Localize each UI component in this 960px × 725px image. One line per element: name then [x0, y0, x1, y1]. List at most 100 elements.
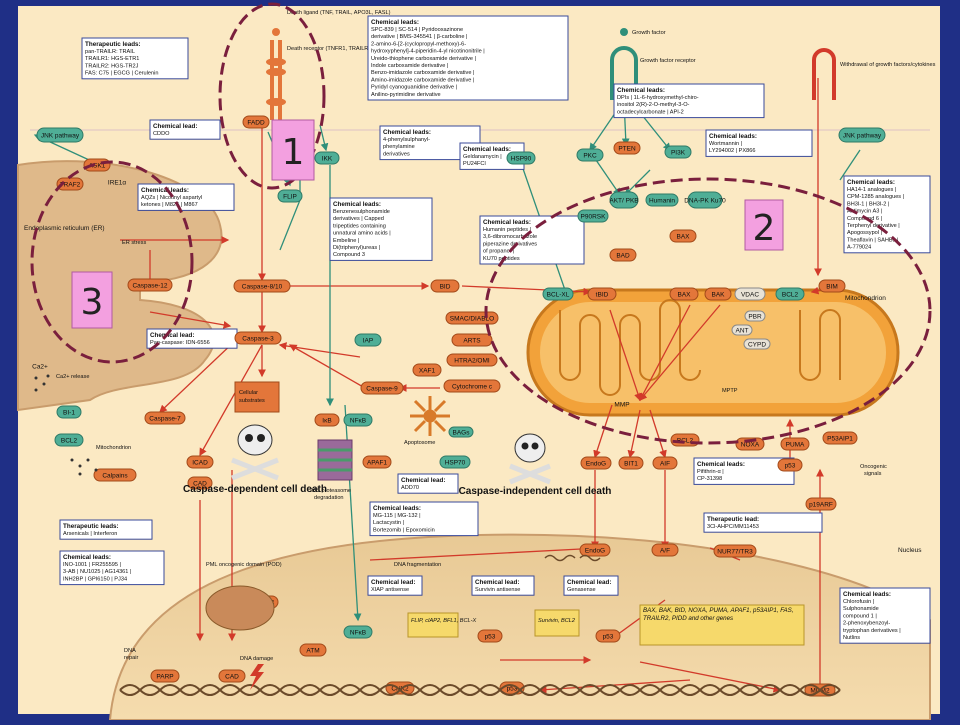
lead-box-7: Chemical leads:AQZs | Nicotinyl aspartyl… [137, 183, 235, 211]
lead-heading: Therapeutic lead: [707, 516, 759, 523]
protein-label: IRE1α [108, 179, 126, 186]
lead-line: derivatives | Capped [333, 216, 384, 222]
protein-flip: FLIP [277, 189, 303, 203]
lead-box-1: Chemical lead:CDDO [149, 119, 221, 140]
lead-line: 2-phenoxybenzoyl- [843, 621, 890, 627]
lead-line: CDDO [153, 131, 170, 137]
death-receptor [266, 28, 286, 120]
protein-label: PTEN [618, 145, 636, 152]
protein-label: HSP70 [445, 459, 466, 466]
lead-line: Bortezomib | Epoxomicin [373, 527, 435, 533]
lead-box-13: Chemical lead:ADD70 [397, 473, 459, 494]
pml-pod-label: PML oncogenic domain (POD) [206, 562, 282, 568]
lead-line: Terphenyl derivative | [847, 223, 900, 229]
protein-casp7: Caspase-7 [144, 411, 186, 425]
protein-label: CAD [193, 480, 207, 487]
protein-atm: ATM [299, 643, 327, 657]
lead-box-9: Chemical leads:Humanin peptides |3,6-dib… [479, 215, 585, 265]
protein-label: DNA-PK Ku70 [684, 197, 726, 204]
lead-line: Arsenicals | Interferon [63, 531, 117, 537]
protein-bit1: BIT1 [618, 456, 644, 470]
highlight-ellipse-2 [484, 177, 932, 445]
lightning-icon [250, 664, 264, 690]
protein-label: AKT/ PKB [609, 197, 638, 204]
cellular-substrates-label-2: substrates [239, 398, 265, 404]
lead-box-11: Chemical lead:Pan-caspase: IDN-6556 [146, 328, 238, 349]
protein-label: IAP [363, 337, 373, 344]
oncogenic-label-2: signals [864, 471, 882, 477]
protein-label: XAF1 [419, 367, 436, 374]
protein-label: IKK [322, 155, 333, 162]
protein-nfkb_nuc: NFκB [343, 625, 373, 639]
lead-line: Benzo-imidazole carboxamide derivative | [371, 70, 474, 76]
protein-label: BIM [826, 283, 838, 290]
lead-line: compound 1 | [843, 613, 877, 619]
protein-chk2: CHK2 [385, 681, 415, 695]
lead-line: Anilino-pyrimidine derivative [371, 92, 441, 98]
protein-ikb: IκB [314, 413, 340, 427]
lead-box-10: Chemical leads:HA14-1 analogues |CPM-128… [843, 175, 931, 254]
protein-humanin: Humanin [645, 193, 679, 207]
lead-line: LY294002 | PX866 [709, 148, 755, 154]
death-receptor-label: Death receptor (TNFR1, TRAILR1, TRAILR2,… [287, 46, 431, 52]
lead-line: pan-TRAILR: TRAIL [85, 49, 135, 55]
red-arrows [120, 78, 831, 694]
gene-boxes: FLIP, cIAP2, BFL1, BCL-X Survivin, BCL2 … [407, 604, 805, 646]
skull-icon-dependent [231, 424, 279, 481]
lead-box-17: Chemical leads:INO-1001 | FR255595 |3-AB… [59, 550, 165, 586]
protein-casp12: Caspase-12 [127, 278, 173, 292]
protein-cad_nuc: CAD [218, 669, 246, 683]
protein-label: BAK [711, 291, 725, 298]
protein-bid: BID [430, 279, 460, 293]
protein-fadd: FADD [242, 115, 270, 129]
protein-vdac: VDAC [734, 287, 766, 301]
lead-box-3: Chemical leads:DPIs | 1L-6-hydroxymethyl… [613, 83, 765, 119]
lead-line: Pan-caspase: IDN-6556 [150, 340, 210, 346]
protein-label: EndoG [586, 460, 606, 467]
lead-heading: Chemical leads: [483, 219, 531, 226]
oncogenic-label-1: Oncogenic [860, 464, 887, 470]
mptp-label: MPTP [722, 388, 738, 394]
protein-cad: CAD [187, 476, 213, 490]
protein-jnk_left: JNK pathway [36, 127, 84, 143]
proteasome-icon [317, 439, 353, 481]
lead-line: Wortmannin | [709, 141, 742, 147]
lead-line: 3,6-dibromocarbazole [483, 234, 537, 240]
lead-box-21: Chemical leads:Chlorofusin |Sulphonamide… [839, 587, 931, 644]
protein-parp: PARP [150, 669, 180, 683]
protein-label: P90RSK [581, 213, 607, 220]
lead-heading: Chemical lead: [150, 332, 194, 339]
protein-endog_nuc: EndoG [579, 543, 611, 557]
lead-heading: Chemical leads: [697, 461, 745, 468]
protein-label: VDAC [741, 291, 759, 298]
protein-iap: IAP [354, 333, 382, 347]
lead-line: Sulphonamide [843, 606, 879, 612]
protein-label: Calpains [102, 472, 128, 479]
protein-label: BCL2 [782, 291, 799, 298]
protein-label: Caspase-3 [242, 335, 274, 342]
lead-line: HA14-1 analogues | [847, 187, 896, 193]
protein-smac: SMAC/DIABLO [445, 311, 499, 325]
lead-heading: Chemical leads: [709, 133, 757, 140]
protein-label: PUMA [786, 441, 805, 448]
lead-heading: Chemical leads: [141, 187, 189, 194]
lead-line: Antimycin A3 | [847, 209, 882, 215]
protein-label: BCL2 [61, 437, 78, 444]
protein-akt: AKT/ PKB [609, 191, 639, 209]
lead-line: PU24FCl [463, 161, 486, 167]
apoptosome-label: Apoptosome [404, 440, 435, 446]
protein-hsp90: HSP90 [506, 151, 536, 165]
protein-ire1: IRE1α [108, 179, 126, 186]
protein-pkc: PKC [576, 148, 604, 162]
pml-pod-shape [205, 585, 275, 631]
protein-label: CAD [225, 673, 239, 680]
protein-bags: BAGs [448, 426, 474, 438]
death-ligand-label: Death ligand (TNF, TRAIL, APO3L, FASL) [287, 10, 391, 16]
protein-bak: BAK [704, 287, 732, 301]
lead-box-20: Chemical lead:Genasense [563, 575, 619, 596]
protein-label: P53AIP1 [827, 435, 853, 442]
lead-line: phenylamine [383, 144, 415, 150]
protein-bim: BIM [818, 279, 846, 293]
lead-line: Humanin peptides | [483, 227, 531, 233]
lead-line: 2-amino-6-[2-(cyclopropyl-methoxy)-6- [371, 41, 466, 47]
